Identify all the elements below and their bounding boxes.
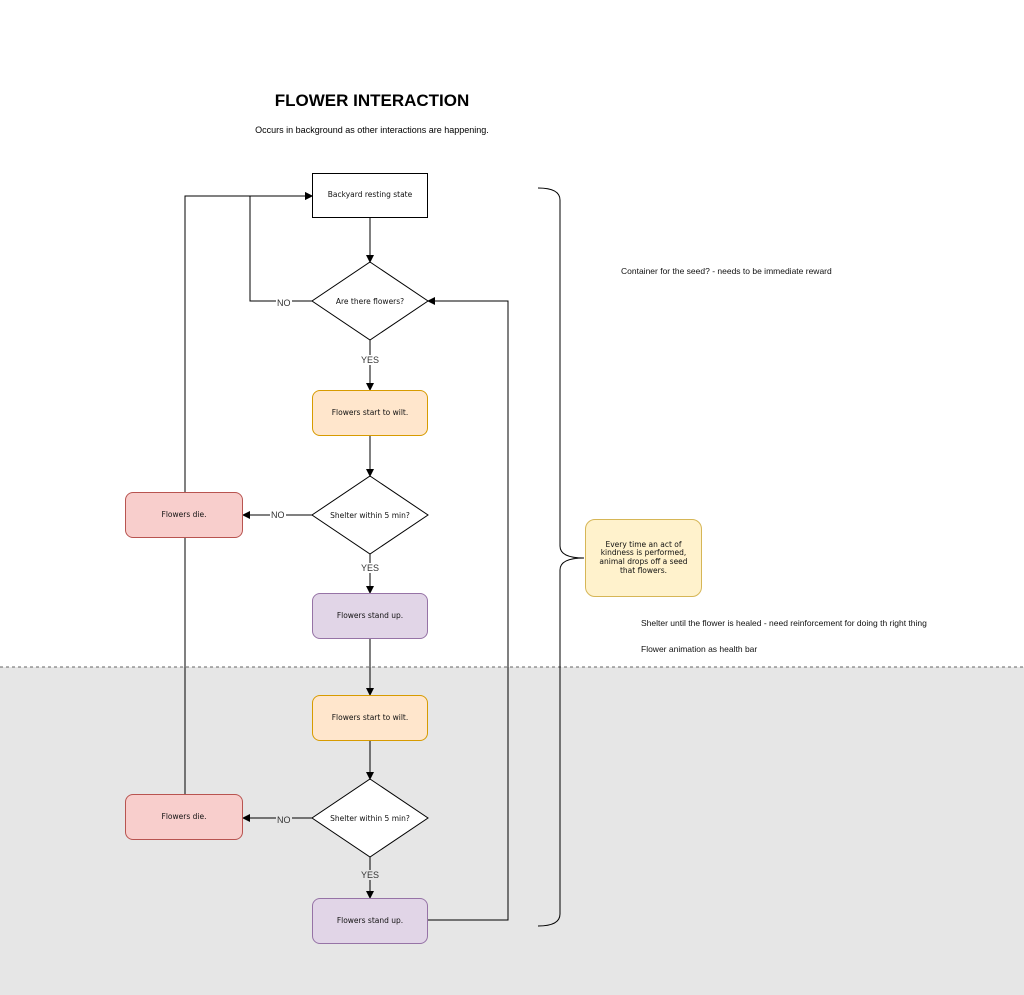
edge-no-flowers-loop [249,192,313,302]
edge-label-no-flowers: NO [276,298,292,308]
diagram-title: FLOWER INTERACTION [274,91,470,110]
edge-die-1-to-backyard [184,192,313,492]
node-flowers-start-to-wilt-2[interactable]: Flowers start to wilt. [312,695,428,741]
curly-brace [537,187,585,927]
decision-shelter-within-5-min-1[interactable]: Shelter within 5 min? [330,510,410,520]
node-flowers-die-1[interactable]: Flowers die. [125,492,243,538]
node-kindness-seed[interactable]: Every time an act of kindness is perform… [585,519,702,597]
decision-are-there-flowers[interactable]: Are there flowers? [335,296,405,306]
edge-stand-2-to-decision [427,297,509,921]
node-flowers-stand-up-2[interactable]: Flowers stand up. [312,898,428,944]
node-flowers-start-to-wilt-1[interactable]: Flowers start to wilt. [312,390,428,436]
node-flowers-stand-up-1[interactable]: Flowers stand up. [312,593,428,639]
diagram-subtitle: Occurs in background as other interactio… [255,125,489,135]
edge-label-yes-shelter-2: YES [360,870,381,880]
edge-label-no-shelter-2: NO [276,815,292,825]
node-flowers-die-2[interactable]: Flowers die. [125,794,243,840]
edge-label-yes-flowers: YES [360,355,381,365]
decision-shelter-within-5-min-2[interactable]: Shelter within 5 min? [330,813,410,823]
node-backyard-resting-state[interactable]: Backyard resting state [312,173,428,218]
note-container-for-seed: Container for the seed? - needs to be im… [621,266,832,276]
note-flower-animation: Flower animation as health bar [641,644,758,654]
note-shelter-until-healed: Shelter until the flower is healed - nee… [641,618,927,628]
edge-label-no-shelter-1: NO [270,510,286,520]
edge-label-yes-shelter-1: YES [360,563,381,573]
